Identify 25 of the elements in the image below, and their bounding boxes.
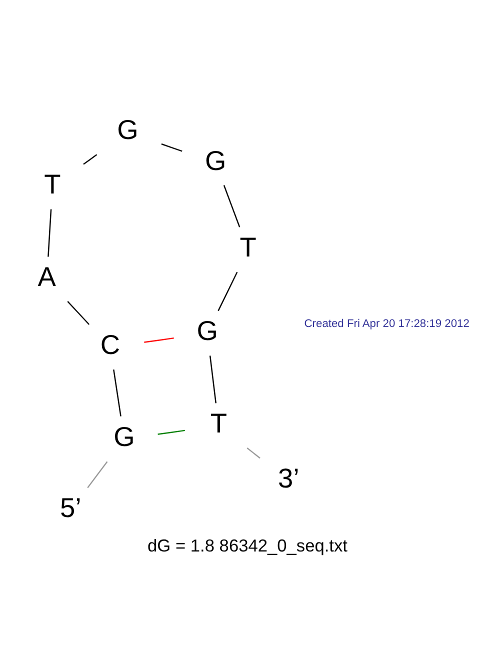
connector bbox=[209, 355, 216, 403]
node-text: G bbox=[205, 144, 226, 176]
node-text: T bbox=[210, 407, 227, 438]
caption: dG = 1.8 86342_0_seq.txt bbox=[148, 534, 348, 555]
connector bbox=[48, 208, 52, 256]
node-text: 5’ bbox=[60, 492, 82, 523]
connector bbox=[87, 460, 108, 488]
node-text: G bbox=[117, 114, 138, 145]
connector bbox=[161, 142, 182, 152]
connector bbox=[67, 300, 90, 324]
node-text: 3’ bbox=[278, 462, 300, 494]
connector bbox=[113, 369, 122, 416]
node-text: T bbox=[44, 168, 61, 200]
node-text: G bbox=[196, 314, 218, 346]
node-text: T bbox=[240, 231, 256, 262]
node-text: G bbox=[114, 420, 135, 452]
connector bbox=[218, 271, 238, 311]
connector bbox=[158, 429, 185, 434]
connector bbox=[144, 336, 174, 342]
connector bbox=[223, 184, 240, 227]
node-text: A bbox=[38, 260, 56, 292]
label: Created Fri Apr 20 17:28:19 2012 bbox=[304, 318, 470, 330]
connector bbox=[246, 447, 260, 458]
connector bbox=[83, 154, 98, 164]
node-text: C bbox=[100, 328, 120, 360]
